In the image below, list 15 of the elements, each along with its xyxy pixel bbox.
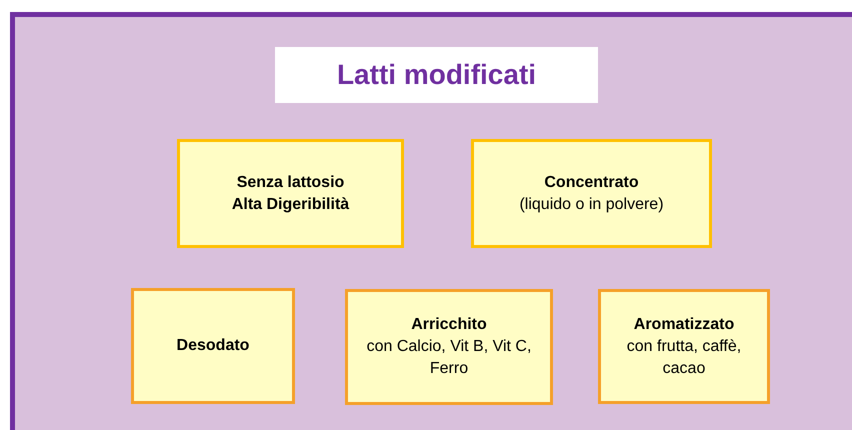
box-text: (liquido o in polvere): [519, 194, 664, 214]
box-text: con Calcio, Vit B, Vit C, Ferro: [366, 337, 532, 379]
text-box: [471, 139, 712, 248]
box-heading: Arricchito: [411, 315, 487, 335]
box-heading: Aromatizzato: [634, 314, 734, 334]
box-heading: Desodato: [176, 336, 250, 356]
box-text: con frutta, caffè, cacao: [626, 336, 742, 378]
text-box: [345, 289, 553, 405]
title: Latti modificati: [275, 47, 598, 103]
text-box: [598, 289, 770, 404]
box-heading: Concentrato: [544, 172, 639, 192]
box-text: Alta Digeribilità: [232, 194, 350, 214]
text-box: [131, 288, 295, 404]
box-heading: Senza lattosio: [236, 172, 344, 192]
text-box: [177, 139, 404, 248]
